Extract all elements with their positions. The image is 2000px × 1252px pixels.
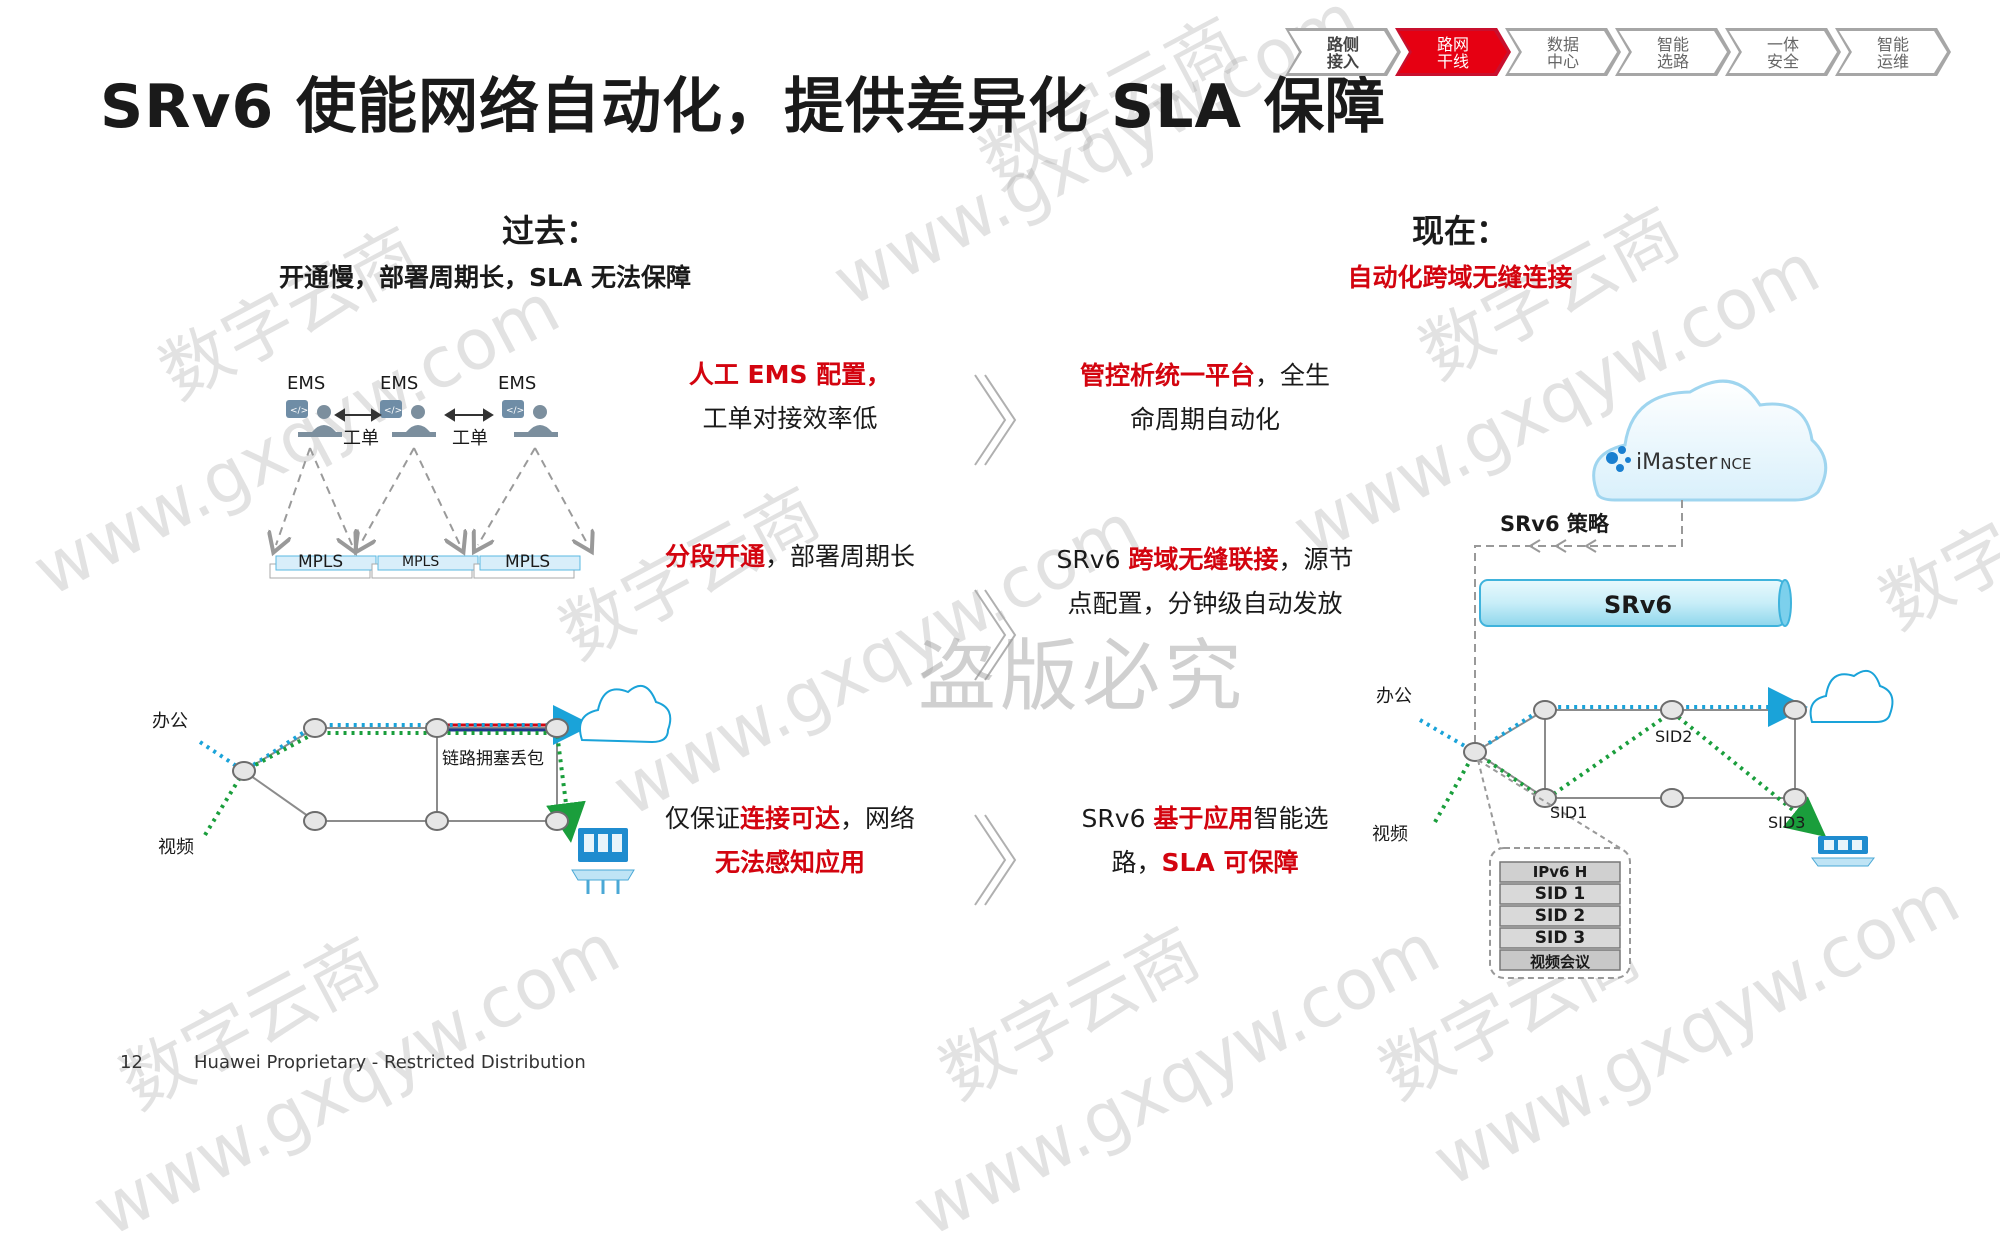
now-subheading: 自动化跨域无缝连接 xyxy=(1347,263,1573,292)
nav-step-roadside-access[interactable]: 路侧 接入 xyxy=(1285,28,1401,76)
past-heading: 过去： xyxy=(501,212,598,250)
chevron-right-icon xyxy=(974,374,1017,906)
sid-label: SID1 xyxy=(1550,803,1588,822)
video-label: 视频 xyxy=(1372,824,1408,845)
now-heading: 现在： xyxy=(1411,212,1508,250)
ems-label: EMS xyxy=(287,373,326,394)
imaster-logo-icon xyxy=(1606,446,1631,472)
compare-past-3: 仅保证连接可达，网络无法感知应用 xyxy=(664,804,916,877)
congestion-label: 链路拥塞丢包 xyxy=(442,749,544,769)
office-label: 办公 xyxy=(152,711,188,732)
diagram-canvas: </> </> </> xyxy=(198,374,1894,979)
cloud-icon xyxy=(1592,379,1828,502)
svg-text:</>: </> xyxy=(290,406,308,416)
stack-item: SID 2 xyxy=(1534,906,1586,926)
nav-step-security[interactable]: 一体 安全 xyxy=(1725,28,1841,76)
sid-label: SID2 xyxy=(1655,727,1693,746)
nav-step-datacenter[interactable]: 数据 中心 xyxy=(1505,28,1621,76)
nav-step-smart-routing[interactable]: 智能 选路 xyxy=(1615,28,1731,76)
compare-now-2: SRv6 跨域无缝联接，源节点配置，分钟级自动发放 xyxy=(1056,545,1354,618)
stack-item: SID 3 xyxy=(1534,928,1586,948)
stack-item: 视频会议 xyxy=(1529,953,1590,971)
stack-item: IPv6 H xyxy=(1532,863,1588,881)
svg-text:</>: </> xyxy=(506,406,524,416)
page-title: SRv6 使能网络自动化，提供差异化 SLA 保障 xyxy=(100,72,1386,142)
datacenter-icon xyxy=(571,828,635,894)
footer-text: Huawei Proprietary - Restricted Distribu… xyxy=(194,1052,586,1073)
mpls-label: MPLS xyxy=(505,552,551,572)
left-network xyxy=(243,727,558,822)
past-subheading: 开通慢，部署周期长，SLA 无法保障 xyxy=(279,263,691,292)
router-icon xyxy=(1463,700,1807,808)
mpls-label: MPLS xyxy=(402,554,440,570)
stack-item: SID 1 xyxy=(1534,884,1586,904)
ticket-label: 工单 xyxy=(343,428,379,449)
mpls-label: MPLS xyxy=(298,552,344,572)
sid-stack xyxy=(1499,861,1621,971)
router-icon xyxy=(232,718,569,831)
sid-label: SID3 xyxy=(1768,813,1806,832)
cloud-icon xyxy=(579,684,672,744)
anti-piracy-stamp: 盗版必究 xyxy=(918,632,1247,722)
ems-label: EMS xyxy=(498,373,537,394)
srv6-policy-label: SRv6 策略 xyxy=(1500,512,1609,536)
srv6-tunnel-label: SRv6 xyxy=(1604,591,1673,619)
compare-now-3: SRv6 基于应用智能选路，SLA 可保障 xyxy=(1081,804,1329,877)
mpls-segments xyxy=(269,555,581,579)
office-label: 办公 xyxy=(1376,686,1412,707)
compare-now-1: 管控析统一平台，全生命周期自动化 xyxy=(1079,361,1331,434)
datacenter-icon xyxy=(1811,836,1875,867)
ems-operator-icons: </> </> </> xyxy=(286,400,558,437)
nav-step-ops[interactable]: 智能 运维 xyxy=(1835,28,1951,76)
cloud-icon xyxy=(1809,669,1894,723)
ticket-label: 工单 xyxy=(452,428,488,449)
page-number: 12 xyxy=(120,1052,143,1073)
ems-label: EMS xyxy=(380,373,419,394)
nav-step-trunk[interactable]: 路网 干线 xyxy=(1395,28,1511,76)
video-label: 视频 xyxy=(158,837,194,858)
compare-past-2: 分段开通，部署周期长 xyxy=(664,542,916,571)
compare-past-1: 人工 EMS 配置，工单对接效率低 xyxy=(688,360,892,433)
svg-text:</>: </> xyxy=(384,406,402,416)
